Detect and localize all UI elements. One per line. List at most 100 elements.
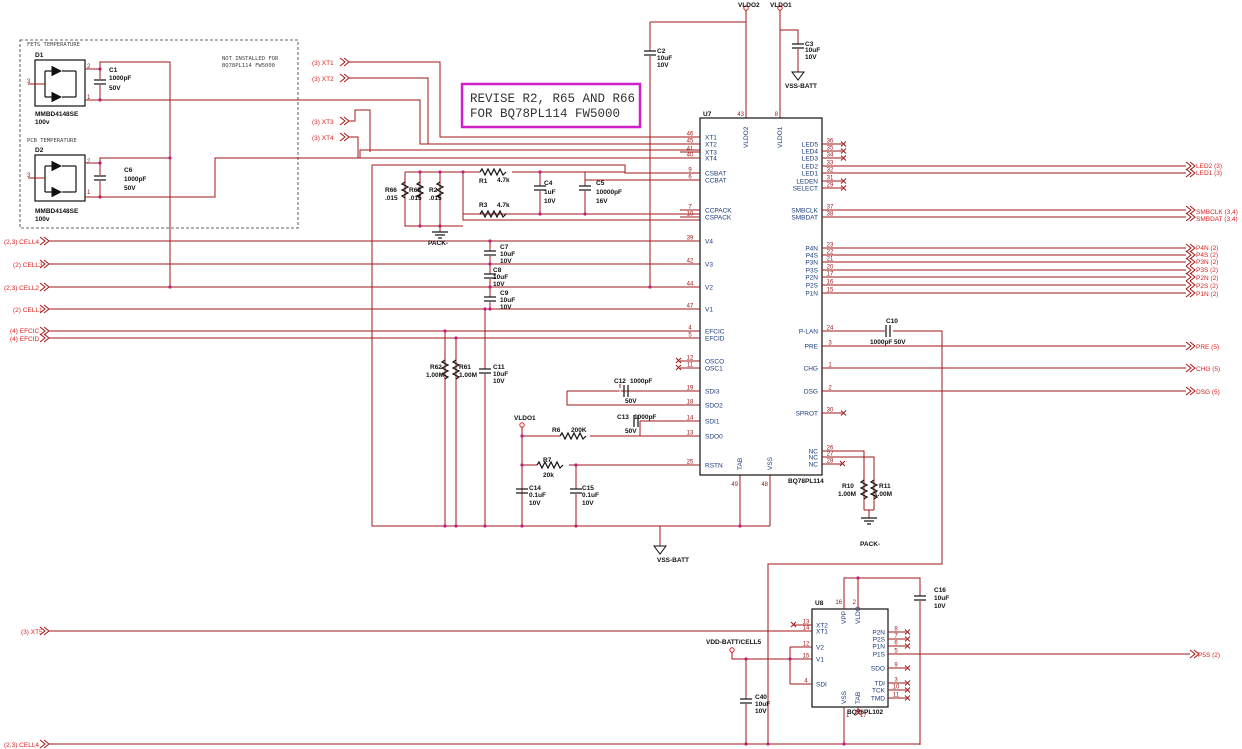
port-cell2: (2,3) CELL2 [4,285,39,292]
r65-ref: R65 [409,187,421,194]
port-p1n: P1N (2) [1196,291,1218,298]
c8-value: 10uF [493,274,508,281]
port-arrow [1185,161,1196,171]
c6-value: 1000pF [124,176,146,183]
r10-value: 1.00M [838,491,856,498]
u8-pin-num-16: 16 [835,600,842,606]
u7-pin-vldo1: VLDO1 [777,126,784,148]
u7-pin-num-3: 3 [828,341,832,347]
u7-pin-num-23: 23 [827,243,834,249]
u7-pin-xt1: XT1 [705,135,717,142]
port-arrow [1185,265,1196,275]
d2-voltage: 100v [35,216,50,223]
u7-pin-num-48: 48 [761,482,768,488]
c11-ref: C11 [493,364,505,371]
ic-u8 [811,608,889,708]
u7-pin-num-36: 36 [827,139,834,145]
u7-pin-num-40: 40 [687,153,694,159]
c14-voltage: 10V [529,500,541,507]
c2-value: 10uF [657,55,672,62]
c9-ref: C9 [500,290,509,297]
u7-pin-efcic: EFCIC [705,329,725,336]
u7-pin-num-45: 45 [687,139,694,145]
no-connect-mark [840,148,847,154]
u7-pin-num-13: 13 [687,431,694,437]
u7-pin-num-41: 41 [687,147,694,153]
c3-voltage: 10V [805,54,817,61]
r65-value: .015 [409,195,422,202]
u7-pin-num-38: 38 [827,212,834,218]
c7-ref: C7 [500,244,509,251]
u7-pin-rstn: RSTN [705,463,723,470]
port-arrow [1185,341,1196,351]
u7-pin-csbat: CSBAT [705,171,726,178]
c4-value: 1uF [544,189,556,196]
c1-ref: C1 [109,67,118,74]
u7-pin-sdi3: SDI3 [705,389,720,396]
u8-pin-num-8: 8 [894,627,898,633]
port-smbclk: SMBCLK (3,4) [1196,209,1238,216]
r10-ref: R10 [842,483,854,490]
r11-ref: R11 [879,483,891,490]
r11-value: 1.00M [874,491,892,498]
port-cell3: (2) CELL3 [13,262,43,269]
u8-pin-num-6: 6 [894,641,898,647]
no-connect-mark [904,636,911,642]
port-pre: PRE (5) [1196,344,1219,351]
u7-pin-num-4: 4 [688,326,692,332]
port-chg: CHG (5) [1196,366,1220,373]
c40-ref: C40 [755,694,767,701]
port-xt1: (3) XT1 [312,60,334,67]
u7-pin-tab: TAB [737,458,744,470]
u7-pin-p3s: P3S [806,268,819,275]
u7-pin-num-7: 7 [688,205,692,211]
r6-value: 200K [571,427,587,434]
port-arrow [1185,257,1196,267]
u7-pin-num-43: 43 [737,112,744,118]
port-cell4: (2,3) CELL4 [4,239,39,246]
no-connect-mark [840,178,847,184]
c2-voltage: 10V [657,62,669,69]
vldo2-label: VLDO2 [738,2,760,9]
u7-pin-num-28: 28 [827,459,834,465]
c3-ref: C3 [805,41,814,48]
d1-ref: D1 [35,52,44,59]
not-installed-note-1: NOT INSTALLED FOR [222,56,279,62]
port-led1: LED1 (3) [1196,170,1222,177]
revise-note-line-1: REVISE R2, R65 AND R66 [470,92,635,106]
u7-pin-dsg: DSG [804,389,818,396]
u7-pin-num-33: 33 [827,161,834,167]
c12-voltage: 50V [625,398,637,405]
no-connect-mark [840,141,847,147]
u8-pin-p1s: P1S [873,652,886,659]
u7-pin-osco: OSCO [705,359,724,366]
c10-voltage: 50V [894,339,906,346]
u7-pin-v2: V2 [705,285,713,292]
c4-voltage: 10V [544,198,556,205]
c4-ref: C4 [544,180,553,187]
port-arrow [1185,288,1196,298]
u7-pin-num-46: 46 [687,132,694,138]
d1-part: MMBD4148SE [35,111,79,118]
vss-batt-top-label: VSS-BATT [785,83,817,90]
u7-pin-p1n: P1N [805,291,818,298]
c5-voltage: 16V [596,198,608,205]
c12-value: 1000pF [630,378,652,385]
not-installed-note-2: BQ78PL114 FW5000 [222,63,275,69]
r62-ref: R62 [430,364,442,371]
no-connect-mark [904,680,911,686]
u8-pin-num-12: 12 [803,642,810,648]
port-p2s: P2S (2) [1196,283,1218,290]
u7-pin-chg: CHG [804,366,818,373]
u7-pin-num-6: 6 [688,175,692,181]
u8-pin-num-14: 14 [803,626,810,632]
u7-pin-p2s: P2S [806,283,819,290]
u8-pin-num-15: 15 [803,654,810,660]
svg-text:2: 2 [87,159,91,165]
port-p3n: P3N (2) [1196,259,1218,266]
vldo1-local-label: VLDO1 [514,415,536,422]
port-arrow [1185,386,1196,396]
u8-pin-num-1: 1 [846,713,850,719]
u7-pin-num-49: 49 [731,482,738,488]
u7-pin-num-15: 15 [827,288,834,294]
